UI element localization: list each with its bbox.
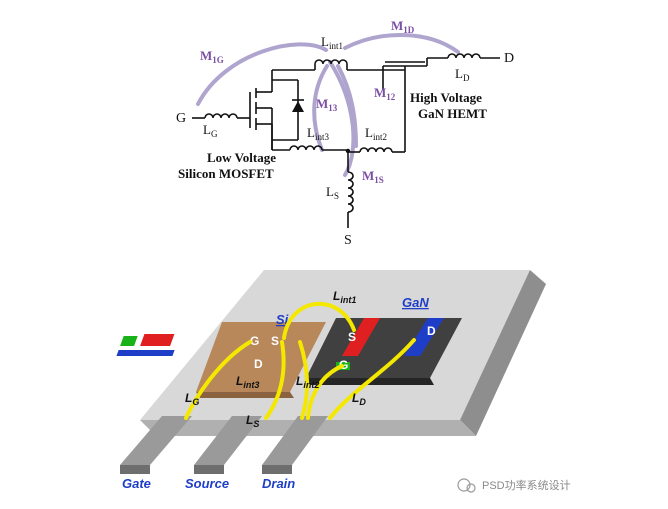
mutual-coupling-arcs bbox=[196, 33, 460, 177]
label-m1g: M1G bbox=[200, 48, 224, 65]
si-source-pad bbox=[140, 334, 175, 346]
wire-label-lint1: Lint1 bbox=[333, 289, 356, 305]
si-pad-s-label: S bbox=[271, 334, 279, 348]
wire-label-lint3: Lint3 bbox=[236, 374, 259, 390]
arc-m12 bbox=[336, 64, 358, 148]
schematic: M1G M1D M13 M12 M1S Lint1 Lint2 Lint3 LG… bbox=[176, 18, 514, 248]
label-ls: LS bbox=[326, 184, 339, 201]
label-lint1: Lint1 bbox=[321, 34, 343, 51]
arc-m13 bbox=[312, 64, 329, 152]
hv-label-line1: High Voltage bbox=[410, 90, 482, 105]
circuit-wires bbox=[192, 53, 500, 228]
wire-lint3 bbox=[264, 340, 286, 420]
gan-source-pad bbox=[342, 318, 380, 356]
label-m13: M13 bbox=[316, 96, 338, 113]
terminal-g: G bbox=[176, 111, 186, 126]
hv-label-line2: GaN HEMT bbox=[418, 106, 487, 121]
terminal-d: D bbox=[504, 51, 514, 66]
si-pad-d-label: D bbox=[254, 357, 263, 371]
si-drain-pad bbox=[116, 350, 175, 356]
wire-lg bbox=[184, 340, 252, 420]
pin-label-drain: Drain bbox=[262, 476, 295, 491]
watermark: PSD功率系统设计 bbox=[457, 478, 571, 493]
pin-label-source: Source bbox=[185, 476, 229, 491]
pin-label-gate: Gate bbox=[122, 476, 151, 491]
ls-coil bbox=[347, 171, 354, 213]
label-lint3: Lint3 bbox=[307, 125, 329, 142]
watermark-text: PSD功率系统设计 bbox=[482, 478, 571, 492]
wire-label-lint2: Lint2 bbox=[296, 374, 319, 390]
package-3d: G S D S D G Si GaN Lint1 Lint3 Lint2 LG … bbox=[116, 270, 546, 491]
package-right-side bbox=[460, 270, 546, 436]
source-node bbox=[345, 148, 351, 154]
lg-coil bbox=[204, 113, 238, 119]
arc-m1d bbox=[343, 33, 460, 54]
label-m1d: M1D bbox=[391, 18, 415, 35]
terminal-s: S bbox=[344, 233, 352, 248]
wire-label-lg: LG bbox=[185, 391, 199, 407]
ld-coil bbox=[447, 53, 481, 59]
bond-wires bbox=[184, 302, 416, 420]
lint1-coil bbox=[314, 59, 348, 65]
gan-pad-s-label: S bbox=[348, 330, 356, 344]
gan-drain-pad bbox=[404, 318, 444, 356]
wire-label-ld: LD bbox=[352, 391, 366, 407]
lv-label-line1: Low Voltage bbox=[207, 150, 276, 165]
watermark-icon bbox=[457, 478, 471, 492]
wire-ls bbox=[306, 364, 344, 420]
wire-label-ls: LS bbox=[246, 413, 259, 429]
lint2-coil bbox=[359, 147, 393, 153]
si-chip-label: Si bbox=[276, 312, 289, 327]
wire-ld bbox=[328, 338, 416, 420]
arc-m1s bbox=[328, 60, 356, 177]
lv-label-line2: Silicon MOSFET bbox=[178, 166, 274, 181]
label-lint2: Lint2 bbox=[365, 125, 387, 142]
label-ld: LD bbox=[455, 66, 470, 83]
gan-chip-label: GaN bbox=[402, 295, 429, 310]
label-m1s: M1S bbox=[362, 168, 384, 185]
si-gate-pad bbox=[120, 336, 138, 346]
label-m12: M12 bbox=[374, 85, 396, 102]
wire-lint1 bbox=[282, 302, 356, 340]
wire-lint2 bbox=[298, 340, 310, 420]
si-chip bbox=[196, 322, 326, 392]
pins bbox=[120, 416, 328, 474]
arc-m1g bbox=[196, 42, 328, 106]
si-pad-g-label: G bbox=[250, 334, 259, 348]
body-diode bbox=[292, 101, 304, 112]
lint3-coil bbox=[289, 145, 323, 151]
gan-pad-d-label: D bbox=[427, 324, 436, 338]
label-lg: LG bbox=[203, 122, 218, 139]
